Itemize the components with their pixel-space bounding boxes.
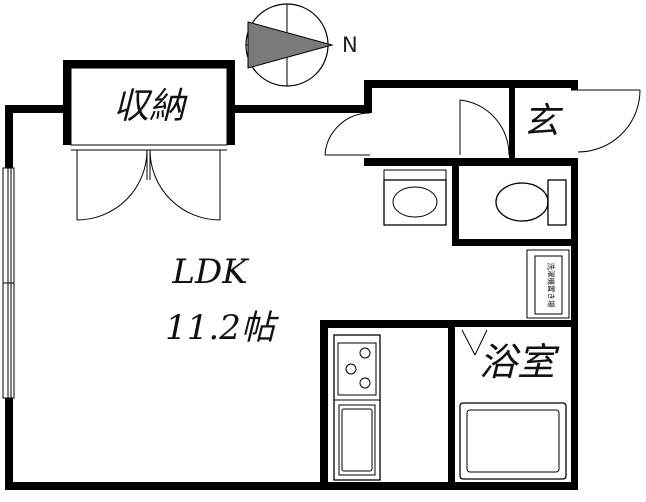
left-window — [2, 167, 15, 399]
front-door[interactable] — [571, 89, 641, 158]
ldk-size-label: 11.2帖 — [165, 308, 280, 348]
bathtub — [459, 402, 567, 480]
ldk-name-label: LDK — [171, 252, 250, 292]
toilet — [495, 179, 567, 226]
washbasin — [383, 169, 447, 226]
compass-arrow-icon — [247, 21, 334, 69]
compass-north-label: N — [342, 33, 358, 57]
walls — [5, 60, 578, 490]
bath-label: 浴室 — [479, 340, 560, 384]
kitchen-sink — [338, 404, 376, 476]
washer-space: 洗濯機置き場 — [526, 249, 570, 319]
stove — [337, 342, 377, 396]
bath-door[interactable] — [461, 329, 488, 356]
compass: N — [245, 3, 358, 87]
kitchen-counter — [333, 334, 381, 481]
washer-label: 洗濯機置き場 — [547, 263, 557, 308]
entrance-inner-door[interactable] — [459, 99, 510, 156]
entrance-label: 玄 — [523, 101, 564, 142]
closet-doors[interactable] — [76, 149, 221, 221]
storage-label: 収納 — [113, 86, 188, 127]
ldk-door[interactable] — [324, 112, 372, 158]
